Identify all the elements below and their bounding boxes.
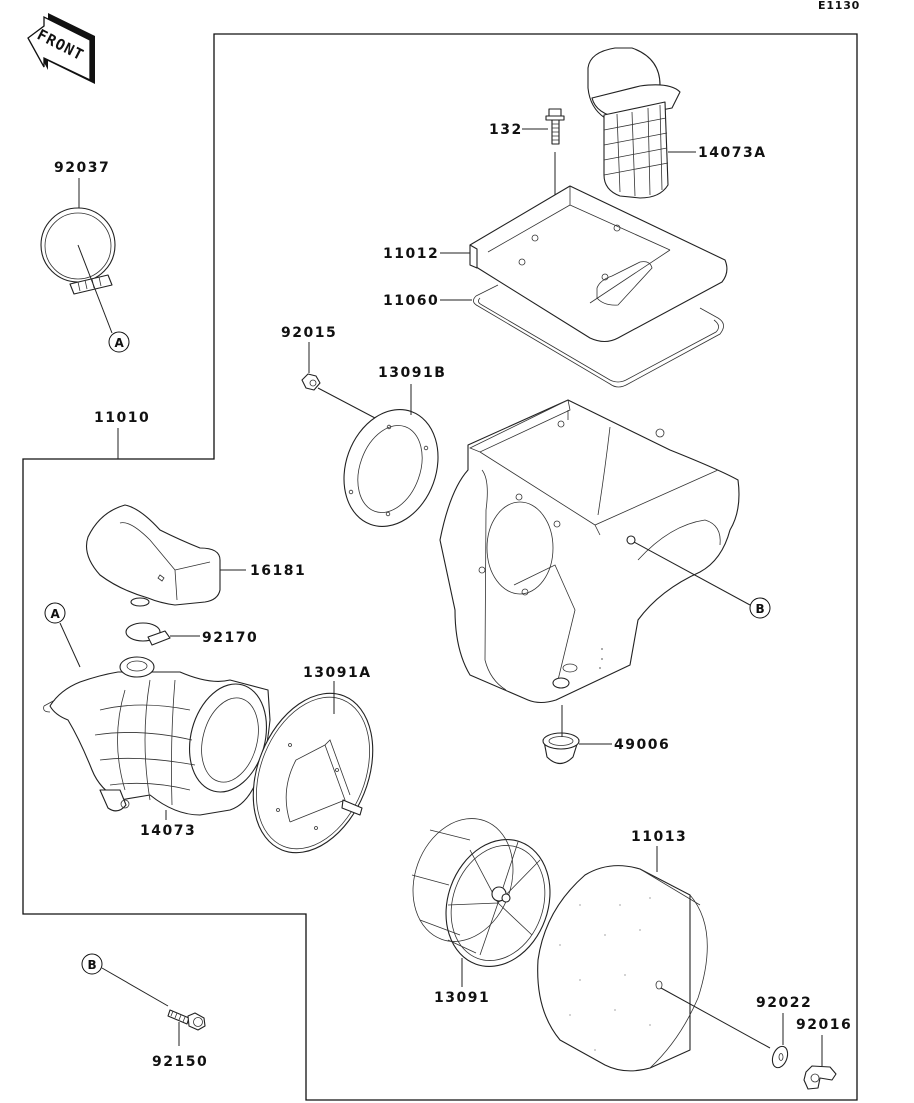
part-label: 13091B [378,365,446,381]
part-label: 11010 [94,410,150,426]
part-11012[interactable]: 11012 [383,185,728,343]
svg-text:A: A [51,607,61,621]
reference-marker-b: B [749,597,771,619]
part-label: 14073 [140,823,196,839]
front-arrow-icon: FRONT [27,13,95,84]
part-16181[interactable]: 16181 [85,504,307,607]
part-92022[interactable]: 92022 [756,995,812,1070]
part-13091A[interactable]: 13091A [231,665,395,871]
part-14073[interactable]: 14073 [43,656,278,839]
part-label: 132 [489,122,523,138]
part-11010[interactable]: 11010 [94,410,150,459]
part-92015[interactable]: 92015 [281,325,376,419]
part-label: 92015 [281,325,337,341]
part-49006[interactable]: 49006 [542,705,670,765]
part-label: 92037 [54,160,110,176]
reference-marker-a: A [44,602,81,668]
part-label: 14073A [698,145,767,161]
part-label: 92170 [202,630,258,646]
part-11060[interactable]: 11060 [383,284,724,388]
part-92016[interactable]: 92016 [796,1017,852,1090]
part-11013[interactable]: 11013 [537,829,771,1072]
part-label: 92150 [152,1054,208,1070]
part-label: 11012 [383,246,439,262]
svg-text:B: B [756,602,765,616]
part-92150[interactable]: 92150 [101,967,208,1070]
svg-text:A: A [115,336,125,350]
svg-text:B: B [88,958,97,972]
part-label: 11013 [631,829,687,845]
part-13091B[interactable]: 13091B [328,365,454,540]
part-label: 16181 [250,563,306,579]
diagram-code: E1130 [818,0,860,12]
part-label: 13091 [434,990,490,1006]
part-92170[interactable]: 92170 [125,622,258,646]
part-13091[interactable]: 13091 [396,804,567,1006]
part-label: 92022 [756,995,812,1011]
part-label: 13091A [303,665,372,681]
part-14073A[interactable]: 14073A [587,47,767,199]
part-air-cleaner-case[interactable] [439,399,751,704]
part-label: 92016 [796,1017,852,1033]
part-label: 49006 [614,737,670,753]
assembly-outline [22,33,858,1101]
part-92037[interactable]: 92037 [40,160,116,334]
part-label: 11060 [383,293,439,309]
reference-marker-b: B [81,953,103,975]
reference-marker-a: A [108,331,130,353]
